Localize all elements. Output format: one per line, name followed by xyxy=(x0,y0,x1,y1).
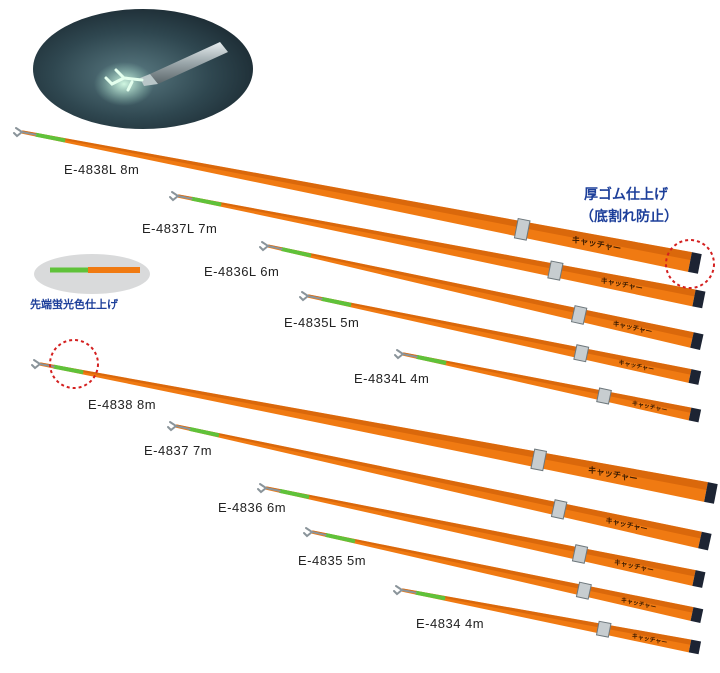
hook-icon xyxy=(394,349,418,360)
model-label: E-4837 7m xyxy=(144,443,213,458)
butt-cap xyxy=(688,407,702,423)
butt-cap xyxy=(688,639,702,655)
clamp xyxy=(573,344,590,363)
model-label: E-4835L 5m xyxy=(284,315,360,330)
hook-icon xyxy=(13,127,37,138)
pole-shadow xyxy=(312,530,694,613)
hook-icon xyxy=(257,483,281,494)
clamp xyxy=(595,620,612,638)
model-label: E-4838L 8m xyxy=(64,162,140,177)
tip-callout: 先端蛍光色仕上げ xyxy=(30,298,118,311)
clamp xyxy=(571,544,589,564)
model-label: E-4836 6m xyxy=(218,500,287,515)
tip-highlight-circle xyxy=(49,339,99,389)
clamp xyxy=(547,260,564,281)
clamp xyxy=(596,387,612,405)
pole-shadow xyxy=(268,244,694,339)
pole-shadow xyxy=(308,294,692,375)
pole-body xyxy=(175,424,702,549)
model-label: E-4834 4m xyxy=(416,616,485,631)
pole-shadow xyxy=(176,424,702,539)
hook-icon xyxy=(259,241,283,252)
pole-body xyxy=(402,352,692,421)
hook-icon xyxy=(303,527,327,538)
model-label: E-4835 5m xyxy=(298,553,367,568)
pole-shadow xyxy=(403,352,692,413)
butt-cap xyxy=(688,369,702,385)
pole-body xyxy=(307,294,692,383)
pole-body xyxy=(177,194,696,307)
clamp xyxy=(513,217,531,241)
tip-green-band xyxy=(279,488,310,500)
tip-green-band xyxy=(415,590,446,601)
pole-body xyxy=(311,530,694,621)
pole-body xyxy=(265,486,696,586)
butt-cap xyxy=(692,570,706,588)
tip-green-band xyxy=(321,296,352,307)
clamp xyxy=(575,581,592,600)
inset-ferrule xyxy=(140,74,158,86)
tip-closeup-photo xyxy=(33,9,253,129)
pole-shadow xyxy=(266,486,696,577)
hook-icon xyxy=(393,585,417,596)
butt-callout-line2: （底割れ防止） xyxy=(580,209,678,225)
model-label: E-4837L 7m xyxy=(142,221,218,236)
hook-icon xyxy=(167,421,191,432)
butt-cap xyxy=(688,252,702,274)
butt-cap xyxy=(698,531,712,551)
tip-green-band xyxy=(35,132,66,143)
tip-green-band xyxy=(325,532,356,544)
hook-icon xyxy=(169,191,193,202)
butt-highlight-circle xyxy=(665,239,715,289)
pole-shadow xyxy=(178,194,696,297)
inset-rod xyxy=(150,42,228,84)
tip-green-band xyxy=(191,196,222,207)
butt-cap xyxy=(704,482,718,504)
pole-body xyxy=(401,588,692,653)
tip-green-band xyxy=(281,247,312,258)
tip-inset-bubble xyxy=(34,254,150,294)
clamp xyxy=(530,448,548,472)
clamp xyxy=(570,305,588,325)
pole-body xyxy=(267,244,694,348)
inset-hook-icon xyxy=(104,68,144,92)
tip-green-band xyxy=(53,364,84,375)
inset-glow xyxy=(94,62,154,106)
model-label: E-4834L 4m xyxy=(354,371,430,386)
butt-cap xyxy=(692,289,706,309)
clamp xyxy=(550,499,568,520)
butt-cap xyxy=(690,607,704,623)
pole-shadow xyxy=(402,588,692,645)
butt-cap xyxy=(690,332,704,350)
model-label: E-4838 8m xyxy=(88,397,157,412)
model-label: E-4836L 6m xyxy=(204,264,280,279)
butt-callout-line1: 厚ゴム仕上げ xyxy=(584,187,668,203)
tip-green-band xyxy=(189,427,220,438)
tip-green-band xyxy=(416,354,447,365)
hook-icon xyxy=(299,291,323,302)
